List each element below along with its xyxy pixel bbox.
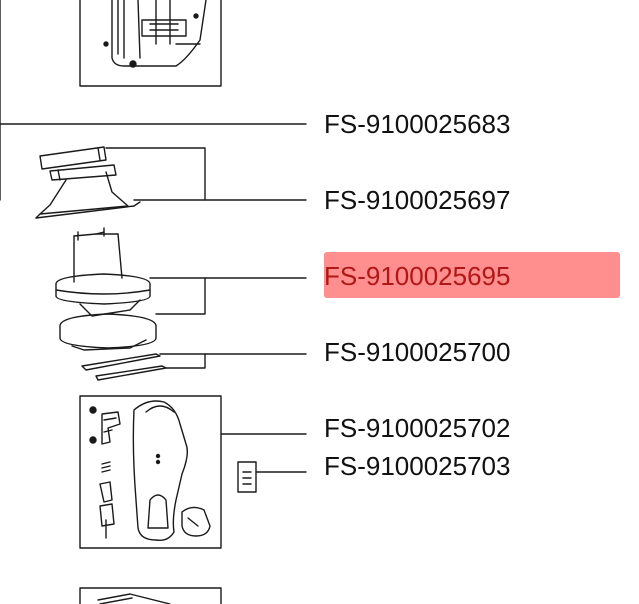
part-label-fs-9100025695[interactable]: FS-9100025695 xyxy=(324,261,511,291)
motor-base-drawing xyxy=(55,227,307,351)
part-label-fs-9100025683[interactable]: FS-9100025683 xyxy=(324,109,511,139)
leader-line-fs-9100025683 xyxy=(0,0,307,201)
part-label-fs-9100025697[interactable]: FS-9100025697 xyxy=(324,185,511,215)
filter-assembly-drawing xyxy=(35,146,307,219)
part-label-fs-9100025703[interactable]: FS-9100025703 xyxy=(324,451,511,481)
part-label-fs-9100025702[interactable]: FS-9100025702 xyxy=(324,413,511,443)
bottom-part-drawing xyxy=(79,587,222,604)
body-assembly-drawing xyxy=(79,395,307,549)
plate-pair-drawing xyxy=(81,353,307,381)
part-label-fs-9100025700[interactable]: FS-9100025700 xyxy=(324,337,511,367)
small-insert-drawing xyxy=(237,461,307,493)
handle-unit-drawing xyxy=(79,0,222,87)
selected-part-highlight xyxy=(324,252,620,298)
